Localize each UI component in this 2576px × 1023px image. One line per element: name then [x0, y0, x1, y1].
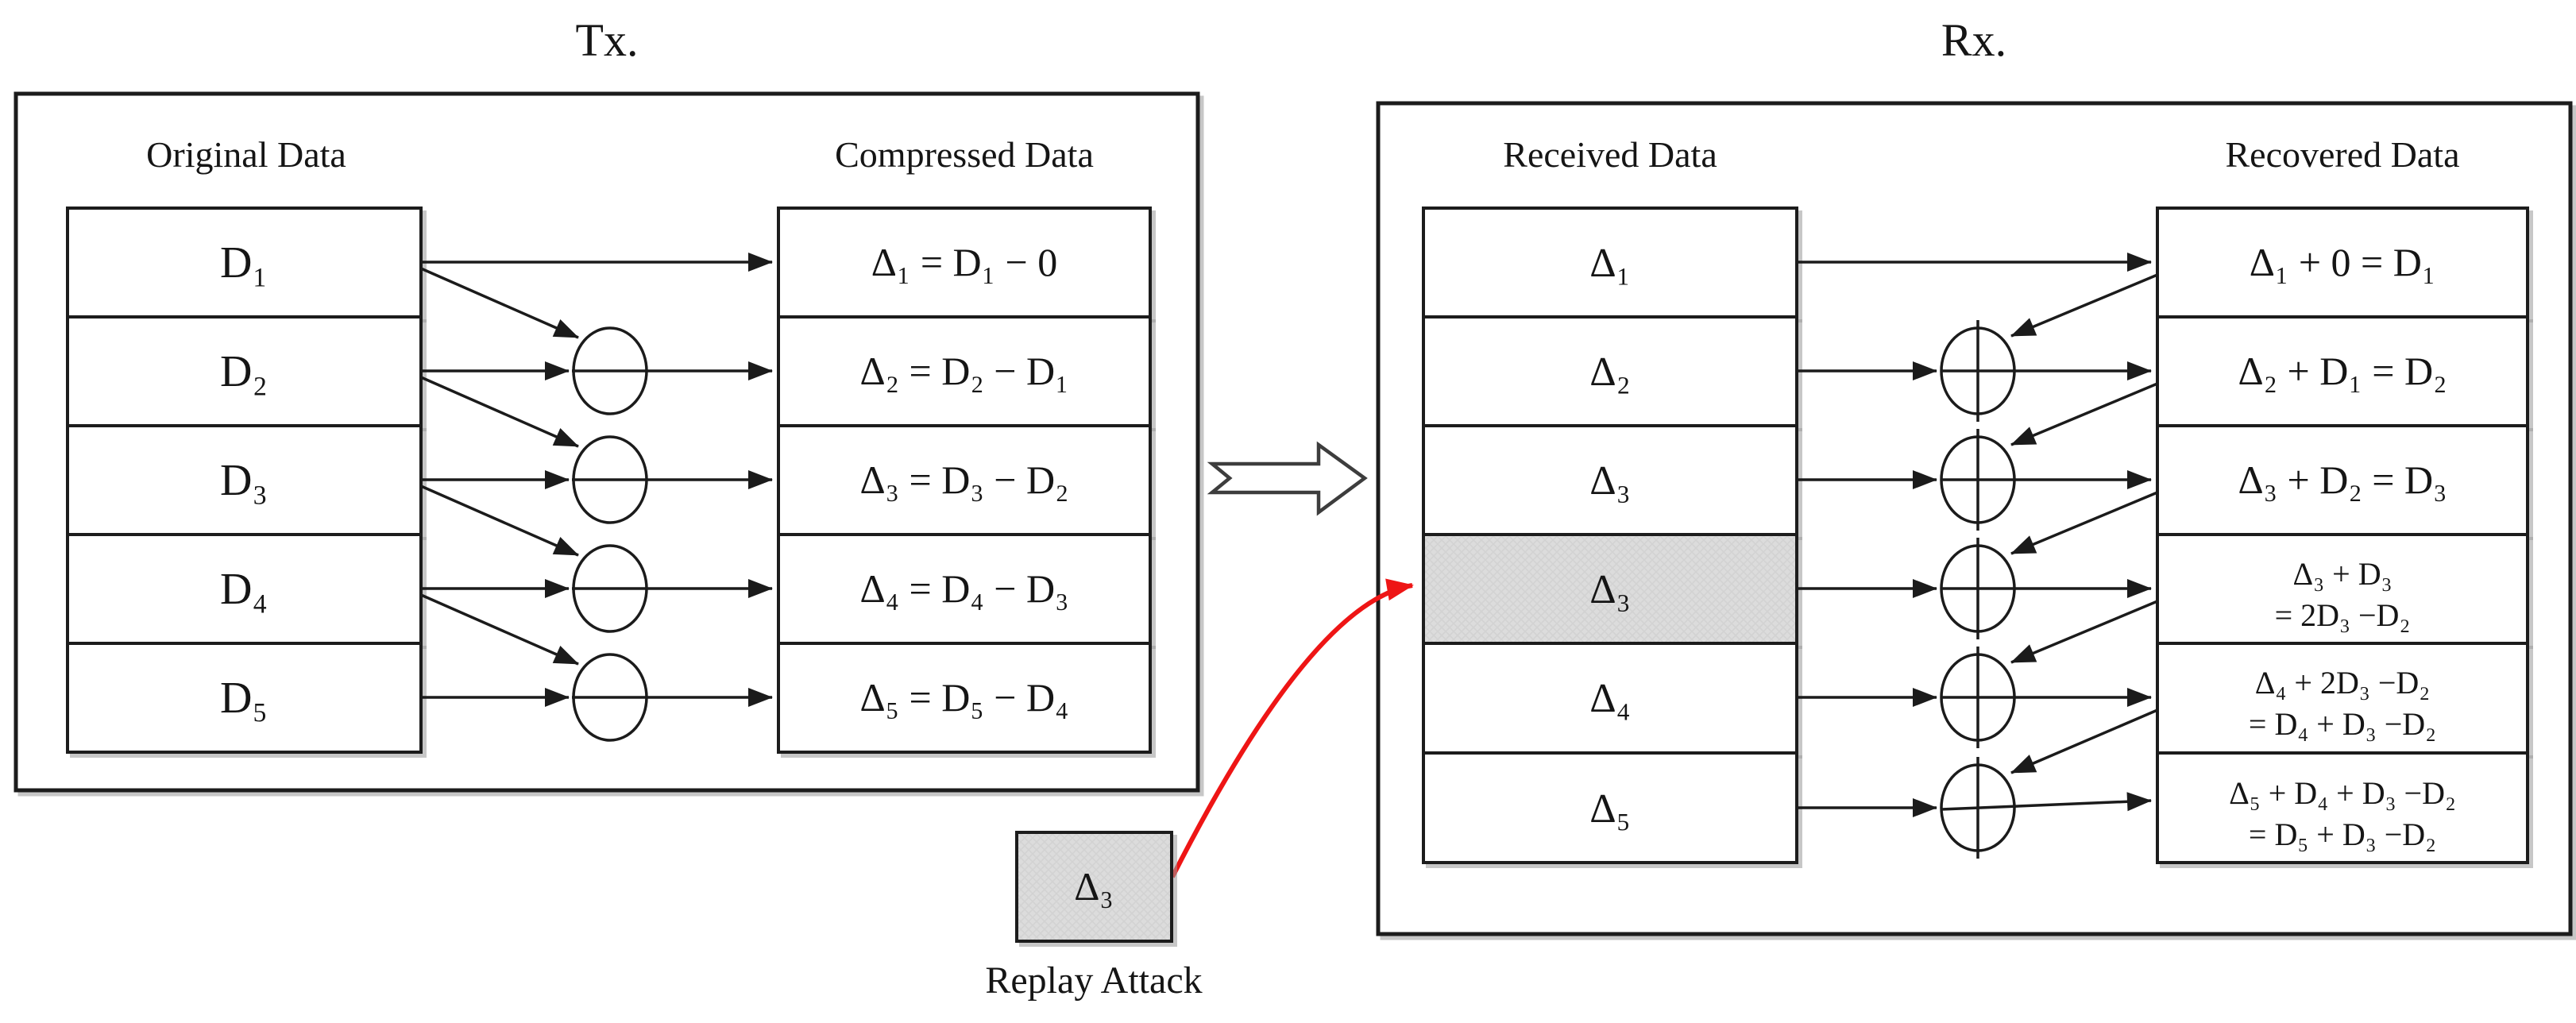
table-cell: [1422, 751, 1798, 864]
table-cell: [1422, 424, 1798, 536]
table-cell: [66, 533, 423, 645]
original-cell-label: D₂: [220, 347, 268, 396]
table-cell: [1422, 315, 1798, 427]
recovered-cell-formula: Δ₂ + D₁ = D₂: [2238, 349, 2447, 393]
table-cell: [2156, 642, 2529, 755]
replay-attack-caption: Replay Attack: [985, 959, 1202, 1002]
rx-recovered-header: Recovered Data: [2225, 134, 2459, 175]
recovered-cell-formula-line1: Δ₅ + D₄ + D₃ −D₂: [2229, 775, 2456, 811]
arrow-diagonal: [420, 593, 579, 666]
compressed-cell-formula: Δ₄ = D₄ − D₃: [859, 566, 1068, 611]
original-cell-label: D₅: [220, 674, 268, 723]
recovered-cell-formula-line1: Δ₄ + 2D₃ −D₂: [2255, 665, 2430, 701]
compressed-cell-formula: Δ₁ = D₁ − 0: [871, 240, 1058, 284]
rx-flow: [1797, 253, 2158, 859]
table-cell: [2156, 751, 2529, 864]
compressed-cell-formula: Δ₅ = D₅ − D₄: [859, 675, 1068, 720]
tx-original-column: D₁ D₂ D₃ D₄ D₅: [66, 207, 423, 754]
table-cell: [2156, 207, 2529, 318]
recovered-cell-formula-line2: = 2D₃ −D₂: [2275, 597, 2411, 633]
table-cell: [66, 642, 423, 754]
replay-packet-label: Δ₃: [1074, 864, 1114, 909]
recovered-cell-formula: Δ₃ + D₂ = D₃: [2238, 457, 2447, 502]
recovered-cell-formula-line1: Δ₃ + D₃: [2292, 556, 2392, 592]
received-cell-label: Δ₃: [1589, 458, 1631, 504]
feedback-arrow: [2010, 708, 2158, 774]
replay-attack: Δ₃ Replay Attack: [985, 578, 1414, 1002]
table-cell: [777, 424, 1152, 536]
tx-compressed-header: Compressed Data: [835, 134, 1094, 175]
compressed-cell-formula: Δ₃ = D₃ − D₂: [859, 457, 1068, 502]
feedback-arrow: [2010, 600, 2158, 664]
arrow-diagonal: [420, 484, 579, 557]
table-cell: [777, 207, 1152, 318]
tx-original-header: Original Data: [146, 134, 346, 175]
feedback-arrow: [2010, 273, 2158, 338]
table-cell: [1422, 642, 1798, 755]
received-cell-label: Δ₄: [1589, 676, 1631, 721]
received-cell-label-replayed: Δ₃: [1589, 567, 1631, 612]
table-cell: [2156, 315, 2529, 427]
rx-title: Rx.: [1941, 14, 2006, 66]
received-cell-label: Δ₂: [1589, 349, 1631, 395]
compressed-cell-formula: Δ₂ = D₂ − D₁: [859, 349, 1068, 393]
table-cell: [2156, 424, 2529, 536]
table-cell: [777, 642, 1152, 754]
replay-injection-arrow: [1170, 578, 1414, 878]
arrow: [1941, 792, 2152, 812]
rx-received-header: Received Data: [1503, 134, 1717, 175]
original-cell-label: D₃: [220, 456, 268, 505]
replay-packet-box: [1015, 831, 1173, 943]
tx-to-rx-double-arrow-icon: [1207, 441, 1368, 516]
rx-recovered-column: Δ₁ + 0 = D₁ Δ₂ + D₁ = D₂ Δ₃ + D₂ = D₃ Δ₃…: [2156, 207, 2529, 864]
table-cell: [66, 207, 423, 318]
received-cell-label: Δ₅: [1589, 786, 1631, 832]
original-cell-label: D₁: [220, 238, 268, 288]
received-cell-label: Δ₁: [1589, 241, 1631, 286]
arrow-diagonal: [420, 376, 579, 448]
arrow-diagonal: [420, 267, 579, 339]
recovered-cell-formula-line2: = D₅ + D₃ −D₂: [2249, 816, 2436, 852]
feedback-arrow: [2010, 491, 2158, 555]
tx-title: Tx.: [576, 14, 639, 66]
original-cell-label: D₄: [220, 565, 268, 614]
table-cell: [1422, 207, 1798, 318]
rx-received-column: Δ₁ Δ₂ Δ₃ Δ₃ Δ₄ Δ₅: [1422, 207, 1798, 864]
recovered-cell-formula-line2: = D₄ + D₃ −D₂: [2249, 706, 2436, 742]
tx-compressed-column: Δ₁ = D₁ − 0 Δ₂ = D₂ − D₁ Δ₃ = D₃ − D₂ Δ₄…: [777, 207, 1152, 754]
tx-flow: [420, 253, 773, 742]
table-cell: [2156, 533, 2529, 645]
table-cell: [777, 533, 1152, 645]
recovered-cell-formula: Δ₁ + 0 = D₁: [2250, 240, 2436, 284]
feedback-arrow: [2010, 382, 2158, 446]
